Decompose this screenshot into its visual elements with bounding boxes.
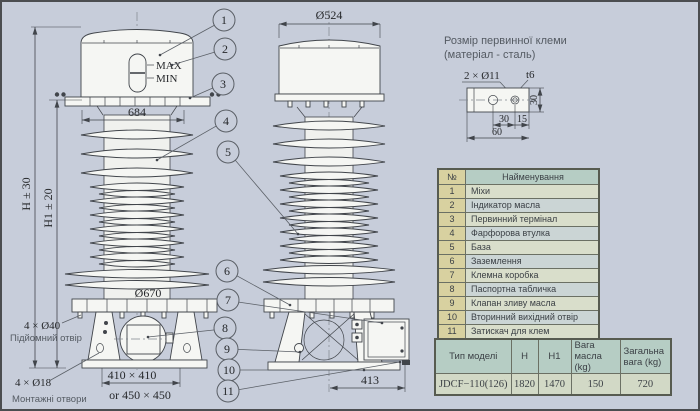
- dim-hole-edge: 15: [517, 114, 527, 125]
- callout-11: 11: [216, 379, 240, 403]
- dim-plate-height: 30: [529, 95, 540, 105]
- clamp-title-line1: Розмір первинної клеми: [444, 35, 567, 47]
- spec-h1-value: 1470: [537, 373, 572, 396]
- svg-text:5: 5: [225, 145, 231, 159]
- spec-col-h: H: [510, 338, 539, 374]
- dim-holes: 2 × Ø11: [464, 70, 500, 82]
- spec-total-weight-value: 720: [619, 373, 672, 396]
- spec-col-model: Тип моделі: [434, 338, 512, 374]
- dim-hole-spacing: 30: [499, 114, 509, 125]
- svg-text:410 × 410: 410 × 410: [108, 368, 157, 382]
- dim-413: 413: [330, 362, 406, 392]
- oil-level-indicator: MAX MIN: [128, 53, 182, 93]
- spec-oil-weight-value: 150: [570, 373, 621, 396]
- dim-thickness: t6: [526, 69, 535, 81]
- svg-text:or 450 × 450: or 450 × 450: [109, 388, 171, 402]
- callout-10: 10: [217, 358, 241, 382]
- svg-text:4 × Ø18: 4 × Ø18: [15, 377, 52, 389]
- svg-text:Монтажні отвори: Монтажні отвори: [12, 394, 87, 405]
- base-front: [71, 298, 218, 369]
- svg-text:4: 4: [223, 114, 229, 128]
- svg-text:3: 3: [220, 77, 226, 91]
- mounting-hole-label: 4 × Ø18 Монтажні отвори: [12, 352, 100, 405]
- main-drawing: MAX MIN: [10, 8, 410, 405]
- clamp-title-line2: (матеріал - сталь): [444, 49, 536, 61]
- svg-text:413: 413: [361, 373, 379, 387]
- spec-col-h1: H1: [537, 338, 572, 374]
- dim-height-h1: H1 ± 20: [41, 99, 82, 368]
- svg-text:6: 6: [224, 264, 230, 278]
- spec-col-oil-weight: Вага масла (kg): [570, 338, 621, 374]
- dim-dome-diameter: Ø524: [278, 8, 381, 38]
- clamp-detail-drawing: 2 × Ø11 t6 30 30 15 60: [459, 69, 544, 142]
- svg-text:8: 8: [222, 321, 228, 335]
- porcelain-insulator-side: [262, 116, 396, 301]
- callout-5: 5: [216, 140, 240, 164]
- callout-1: 1: [212, 8, 236, 32]
- svg-text:11: 11: [222, 384, 234, 398]
- svg-text:4 × Ø40: 4 × Ø40: [24, 320, 61, 332]
- svg-text:9: 9: [224, 342, 230, 356]
- svg-text:Ø524: Ø524: [316, 8, 343, 22]
- terminal-box: [363, 318, 410, 361]
- dim-plate-width: 60: [492, 127, 502, 138]
- callout-leaders: [146, 19, 402, 392]
- spec-row: JDCF−110(126) 1820 1470 150 720: [434, 373, 672, 396]
- svg-text:H ± 30: H ± 30: [19, 177, 33, 210]
- min-label: MIN: [156, 73, 177, 85]
- dim-684: 684: [81, 105, 185, 124]
- spec-col-total-weight: Загальна вага (kg): [619, 338, 672, 374]
- svg-text:Підйомний отвір: Підйомний отвір: [10, 333, 82, 344]
- callout-4: 4: [214, 109, 238, 133]
- callout-2: 2: [213, 37, 237, 61]
- base-side: [263, 298, 410, 371]
- spec-h-value: 1820: [510, 373, 539, 396]
- callout-7: 7: [216, 288, 240, 312]
- side-view: Ø524: [262, 8, 410, 392]
- svg-text:684: 684: [128, 105, 146, 119]
- callout-8: 8: [213, 316, 237, 340]
- svg-text:1: 1: [221, 13, 227, 27]
- callout-9: 9: [215, 337, 239, 361]
- clamp-detail-title: Розмір первинної клеми (матеріал - сталь…: [444, 34, 567, 62]
- dim-bottom-shed: Ø670: [135, 286, 162, 300]
- svg-text:H1 ± 20: H1 ± 20: [41, 188, 55, 227]
- lifting-hole-label: 4 × Ø40 Підйомний отвір: [10, 314, 82, 344]
- max-label: MAX: [156, 60, 182, 72]
- callout-6: 6: [215, 259, 239, 283]
- spec-table: Тип моделі H H1 Вага масла (kg) Загальна…: [434, 338, 672, 396]
- spec-model-value: JDCF−110(126): [434, 373, 512, 396]
- bellows-housing-side: [278, 39, 381, 95]
- svg-text:10: 10: [223, 363, 235, 377]
- dim-height-h: H ± 30: [19, 26, 81, 369]
- svg-text:2: 2: [222, 42, 228, 56]
- front-view: MAX MIN: [10, 12, 221, 405]
- parts-col-name: Найменування: [465, 168, 600, 185]
- porcelain-insulator-front: [64, 105, 210, 301]
- dim-base-square: 410 × 410 or 450 × 450: [101, 368, 181, 402]
- nameplate: [126, 324, 161, 355]
- callout-3: 3: [211, 72, 235, 96]
- parts-col-no: №: [437, 168, 466, 185]
- svg-text:7: 7: [225, 293, 231, 307]
